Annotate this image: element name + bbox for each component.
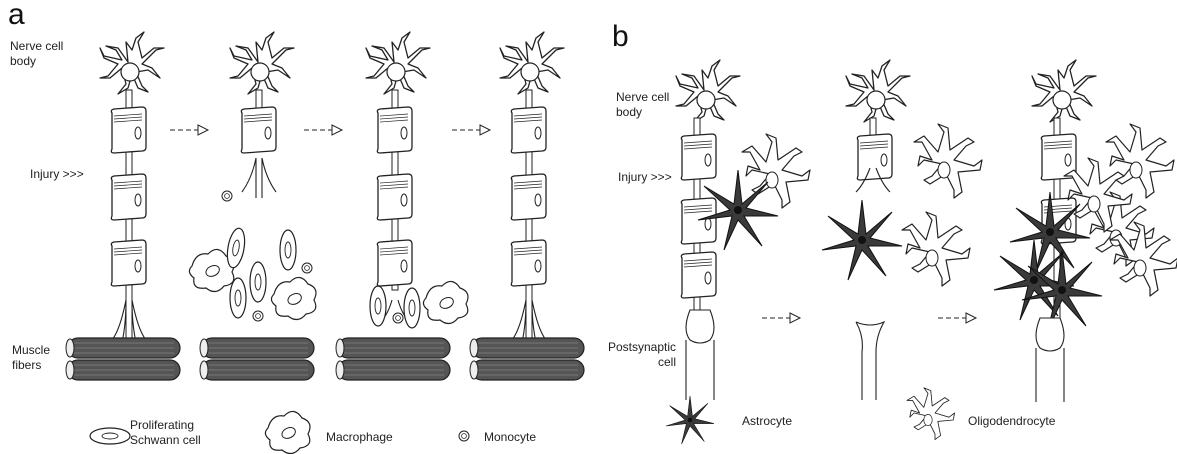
panel-a-nerve-cell-body-label: Nerve cell body <box>10 39 63 69</box>
panel-a-injury-label: Injury >>> <box>30 167 84 182</box>
panel-b-postsynaptic-cell-label: Postsynaptic cell <box>598 340 676 370</box>
panel-b-diagram <box>676 60 1177 402</box>
neuron-a3 <box>336 32 468 380</box>
legend-oligodendrocyte-label: Oligodendrocyte <box>968 414 1055 429</box>
arrow-a1 <box>170 125 208 135</box>
panel-a-diagram <box>66 32 584 380</box>
astrocyte-legend-icon <box>666 396 714 444</box>
neuron-b3 <box>994 60 1177 402</box>
arrow-a3 <box>452 125 490 135</box>
arrow-b2 <box>938 313 976 323</box>
arrow-a2 <box>304 125 342 135</box>
legend-monocyte-label: Monocyte <box>484 430 536 445</box>
monocyte-legend-icon <box>459 431 469 441</box>
neuron-b2 <box>822 60 982 400</box>
schwann-legend-icon <box>90 428 130 444</box>
panel-a-letter: a <box>8 0 25 30</box>
legend-macrophage-label: Macrophage <box>326 430 393 445</box>
neuron-a2 <box>189 32 316 380</box>
panel-b-injury-label: Injury >>> <box>618 170 672 185</box>
oligodendrocyte-legend-icon <box>907 388 955 440</box>
arrow-b1 <box>762 313 800 323</box>
neuron-a4 <box>470 32 584 380</box>
neuron-b1 <box>676 60 810 400</box>
legend-astrocyte-label: Astrocyte <box>742 414 792 429</box>
legend-schwann-label: Proliferating Schwann cell <box>130 418 201 448</box>
panel-b-nerve-cell-body-label: Nerve cell body <box>616 90 669 120</box>
macrophage-legend-icon <box>265 411 310 453</box>
panel-a-muscle-fibers-label: Muscle fibers <box>12 343 50 373</box>
panel-b-letter: b <box>612 22 629 52</box>
neuron-a1 <box>66 32 180 380</box>
